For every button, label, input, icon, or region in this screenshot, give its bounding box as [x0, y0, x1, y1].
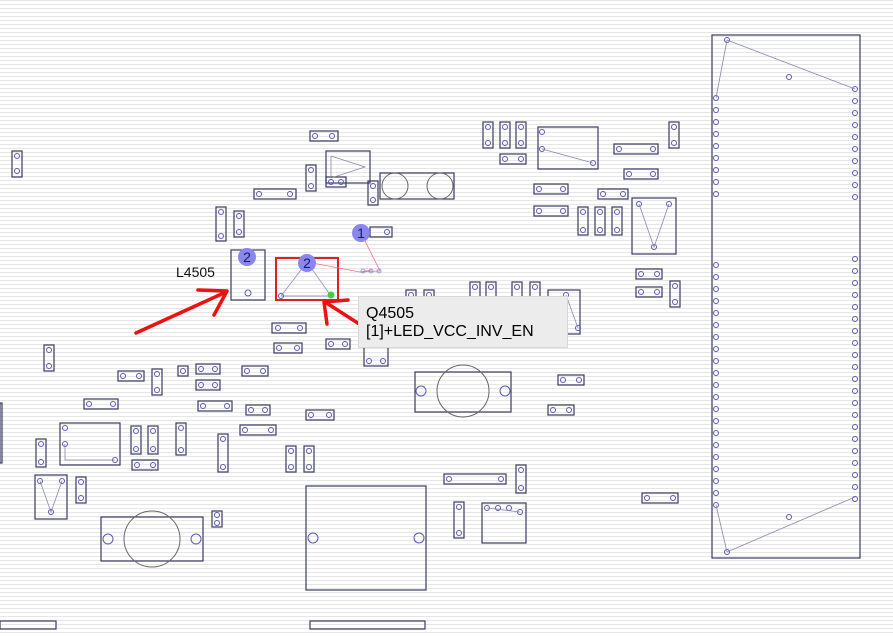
component-label-l4505: L4505 [176, 264, 215, 280]
component-tooltip: Q4505 [1]+LED_VCC_INV_EN [358, 296, 568, 348]
round-outlines [123, 172, 490, 568]
red-arrow-icon [134, 288, 229, 335]
pads [14, 37, 792, 555]
pin-badge-2-left: 2 [238, 248, 256, 266]
net-highlight-lines [306, 232, 381, 273]
tooltip-ref: Q4505 [366, 305, 415, 322]
pin-badge-2-right: 2 [298, 254, 316, 272]
pin-badge-1: 1 [352, 224, 370, 242]
tooltip-net: [1]+LED_VCC_INV_EN [366, 323, 534, 340]
connector-outline [711, 34, 861, 559]
connector-pins [713, 86, 858, 508]
ratsnest-lines [39, 39, 856, 553]
net-pads [360, 268, 382, 274]
